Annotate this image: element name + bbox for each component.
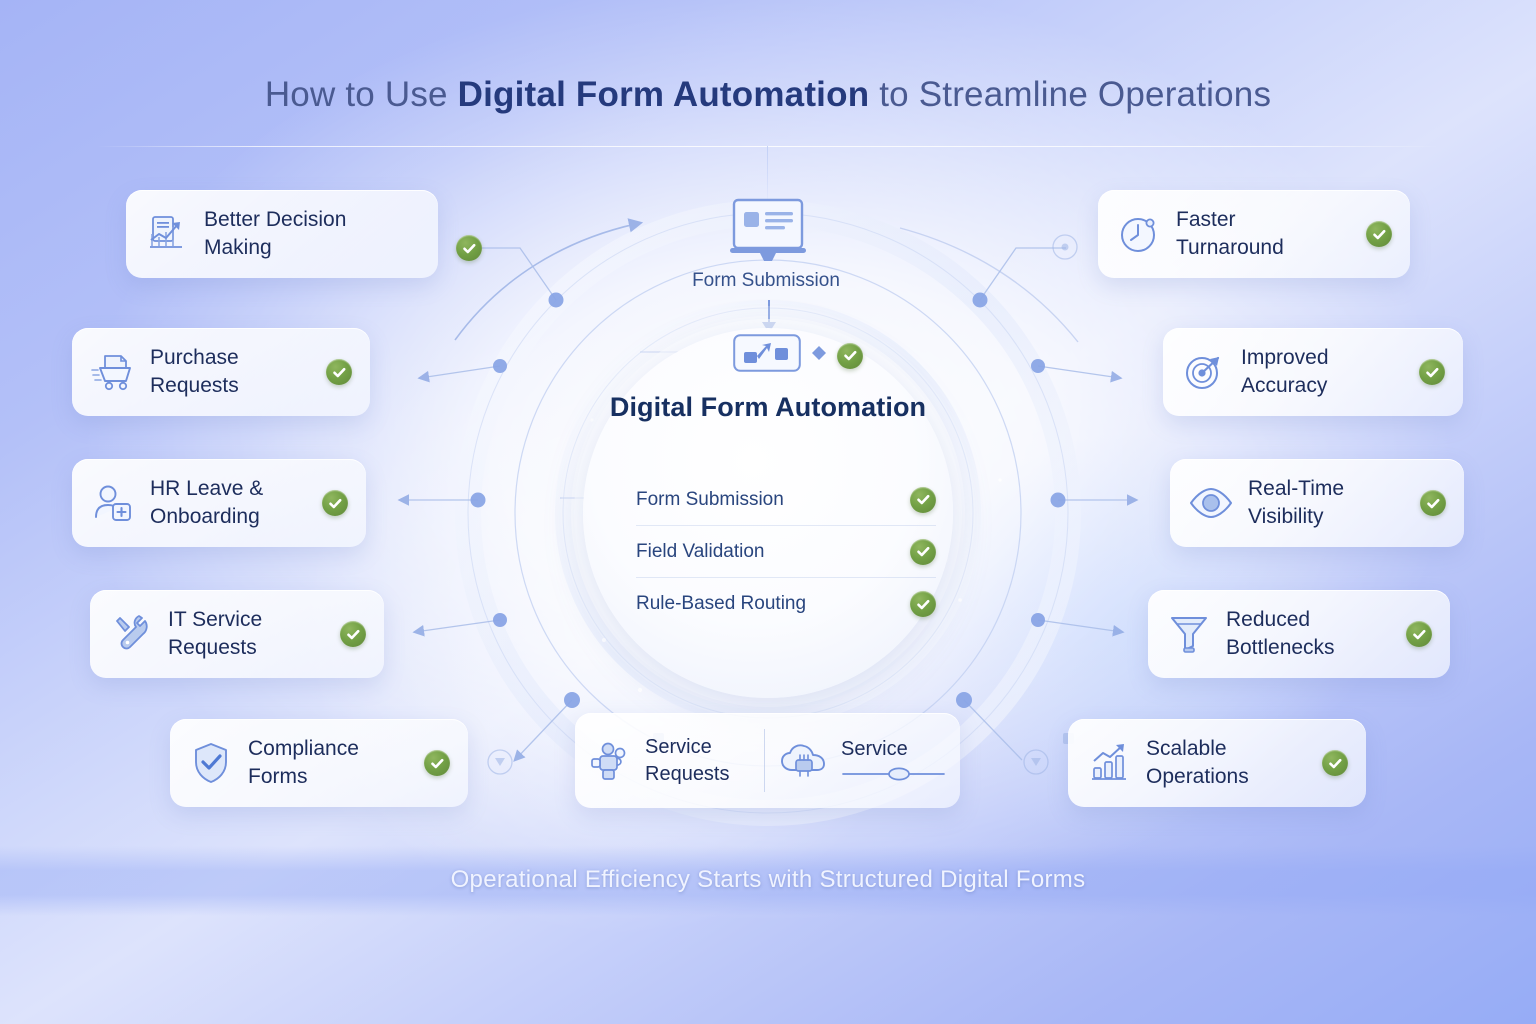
cloud-integration-icon bbox=[779, 742, 831, 780]
green-check-icon bbox=[1406, 621, 1432, 647]
card-real-time-visibility[interactable]: Real-Time Visibility bbox=[1170, 459, 1464, 547]
workflow-routing-icon bbox=[733, 334, 801, 377]
funnel-filter-icon bbox=[1166, 611, 1212, 657]
card-faster-turnaround[interactable]: Faster Turnaround bbox=[1098, 190, 1410, 278]
bottom-card-label: Service bbox=[841, 737, 908, 760]
monitor-form-icon bbox=[722, 198, 814, 264]
green-check-icon bbox=[910, 591, 936, 617]
card-label: HR Leave & Onboarding bbox=[150, 477, 264, 528]
chart-growth-document-icon bbox=[144, 211, 190, 257]
card-label: Compliance Forms bbox=[248, 737, 359, 788]
card-label: Real-Time Visibility bbox=[1248, 477, 1345, 528]
card-scalable-operations[interactable]: Scalable Operations bbox=[1068, 719, 1366, 807]
card-hr-leave-onboarding[interactable]: HR Leave & Onboarding bbox=[72, 459, 366, 547]
shield-check-icon bbox=[188, 740, 234, 786]
people-group-icon bbox=[589, 739, 635, 783]
green-check-icon bbox=[1420, 490, 1446, 516]
title-divider bbox=[96, 146, 1440, 147]
diamond-connector-icon bbox=[811, 345, 827, 366]
page-title: How to Use Digital Form Automation to St… bbox=[0, 72, 1536, 118]
workflow-status-check-icon bbox=[837, 342, 863, 369]
hub-step-row[interactable]: Field Validation bbox=[636, 526, 936, 578]
user-add-icon bbox=[90, 480, 136, 526]
hub-step-label: Field Validation bbox=[636, 540, 765, 562]
card-label: Scalable Operations bbox=[1146, 737, 1249, 788]
card-label: Faster Turnaround bbox=[1176, 208, 1284, 259]
card-purchase-requests[interactable]: Purchase Requests bbox=[72, 328, 370, 416]
hub-title: Digital Form Automation bbox=[609, 392, 927, 422]
slider-control[interactable] bbox=[841, 767, 946, 786]
green-check-icon bbox=[326, 359, 352, 385]
hub-step-label: Form Submission bbox=[636, 488, 784, 510]
eye-visibility-icon bbox=[1188, 480, 1234, 526]
target-dart-icon bbox=[1181, 349, 1227, 395]
footer-caption: Operational Efficiency Starts with Struc… bbox=[450, 866, 1086, 893]
card-better-decision-making[interactable]: Better Decision Making bbox=[126, 190, 438, 278]
hub-step-list: Form Submission Field Validation Rule-Ba… bbox=[636, 474, 936, 630]
workflow-routing-node bbox=[733, 334, 863, 377]
green-check-icon bbox=[910, 486, 936, 513]
card-label: Purchase Requests bbox=[150, 346, 239, 397]
green-check-icon bbox=[910, 538, 936, 565]
bottom-split-card: Service Requests Service bbox=[575, 713, 960, 808]
title-prefix: How to Use bbox=[264, 75, 458, 114]
green-check-icon bbox=[424, 750, 450, 776]
footer-band bbox=[0, 846, 1536, 916]
card-it-service-requests[interactable]: IT Service Requests bbox=[90, 590, 384, 678]
shopping-cart-document-icon bbox=[90, 349, 136, 395]
hub-step-row[interactable]: Rule-Based Routing bbox=[636, 578, 936, 630]
green-check-icon bbox=[340, 621, 366, 647]
green-check-icon bbox=[322, 490, 348, 516]
downward-arrow-icon bbox=[762, 300, 776, 333]
top-node-caption: Form Submission bbox=[692, 270, 840, 291]
green-check-icon bbox=[1366, 221, 1392, 247]
card-label: Reduced Bottlenecks bbox=[1226, 608, 1335, 659]
title-suffix: to Streamline Operations bbox=[869, 75, 1272, 114]
card-compliance-forms[interactable]: Compliance Forms bbox=[170, 719, 468, 807]
bar-chart-growth-icon bbox=[1086, 740, 1132, 786]
card-reduced-bottlenecks[interactable]: Reduced Bottlenecks bbox=[1148, 590, 1450, 678]
card-label: Better Decision Making bbox=[204, 208, 347, 259]
split-divider bbox=[764, 729, 765, 792]
wrench-tools-icon bbox=[108, 611, 154, 657]
green-check-icon bbox=[1322, 750, 1348, 776]
title-emphasis: Digital Form Automation bbox=[457, 75, 870, 114]
stopwatch-clock-icon bbox=[1116, 211, 1162, 257]
card-label: Improved Accuracy bbox=[1241, 346, 1329, 397]
card-improved-accuracy[interactable]: Improved Accuracy bbox=[1163, 328, 1463, 416]
bottom-card-label: Service Requests bbox=[645, 735, 730, 785]
card-label: IT Service Requests bbox=[168, 608, 263, 659]
green-check-icon bbox=[456, 235, 482, 261]
bottom-card-service[interactable]: Service bbox=[765, 713, 960, 808]
hub-step-label: Rule-Based Routing bbox=[636, 593, 807, 614]
hub-step-row[interactable]: Form Submission bbox=[636, 474, 936, 526]
title-vertical-tick bbox=[767, 146, 768, 208]
green-check-icon bbox=[1419, 359, 1445, 385]
bottom-card-service-requests[interactable]: Service Requests bbox=[575, 713, 764, 808]
central-hub-circle bbox=[583, 328, 953, 698]
